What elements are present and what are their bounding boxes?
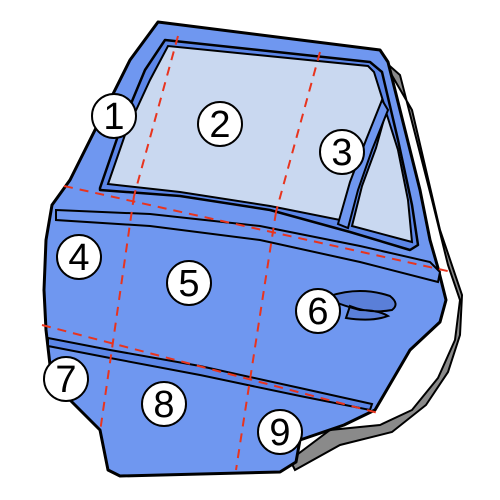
divider-upper-horizontal bbox=[63, 185, 453, 273]
divider-vertical-left-lower bbox=[99, 195, 135, 433]
divider-vertical-left-upper bbox=[133, 35, 179, 197]
zone-label-9: 9 bbox=[257, 409, 303, 455]
zone-label-3-text: 3 bbox=[331, 132, 352, 174]
divider-vertical-right-upper bbox=[275, 51, 321, 213]
zone-label-5-text: 5 bbox=[178, 263, 199, 305]
zone-label-5: 5 bbox=[166, 260, 212, 306]
zone-label-1-text: 1 bbox=[103, 96, 124, 138]
zone-label-7-text: 7 bbox=[55, 359, 76, 401]
zone-label-8-text: 8 bbox=[153, 384, 174, 426]
divider-lower-horizontal bbox=[41, 324, 383, 415]
divider-vertical-right-lower bbox=[235, 211, 277, 471]
zone-label-9-text: 9 bbox=[269, 412, 290, 454]
zone-label-1: 1 bbox=[91, 93, 137, 139]
zone-label-2: 2 bbox=[197, 101, 243, 147]
zone-label-3: 3 bbox=[319, 129, 365, 175]
zone-label-4: 4 bbox=[56, 234, 102, 280]
zone-label-4-text: 4 bbox=[68, 237, 89, 279]
belt-line bbox=[55, 208, 442, 284]
zone-label-8: 8 bbox=[141, 381, 187, 427]
zone-label-6-text: 6 bbox=[307, 291, 328, 333]
rear-glass bbox=[350, 108, 414, 244]
zone-dividers bbox=[41, 35, 453, 471]
zone-label-6: 6 bbox=[295, 288, 341, 334]
zone-label-2-text: 2 bbox=[209, 104, 230, 146]
zone-label-7: 7 bbox=[43, 356, 89, 402]
door-handle bbox=[329, 290, 397, 321]
